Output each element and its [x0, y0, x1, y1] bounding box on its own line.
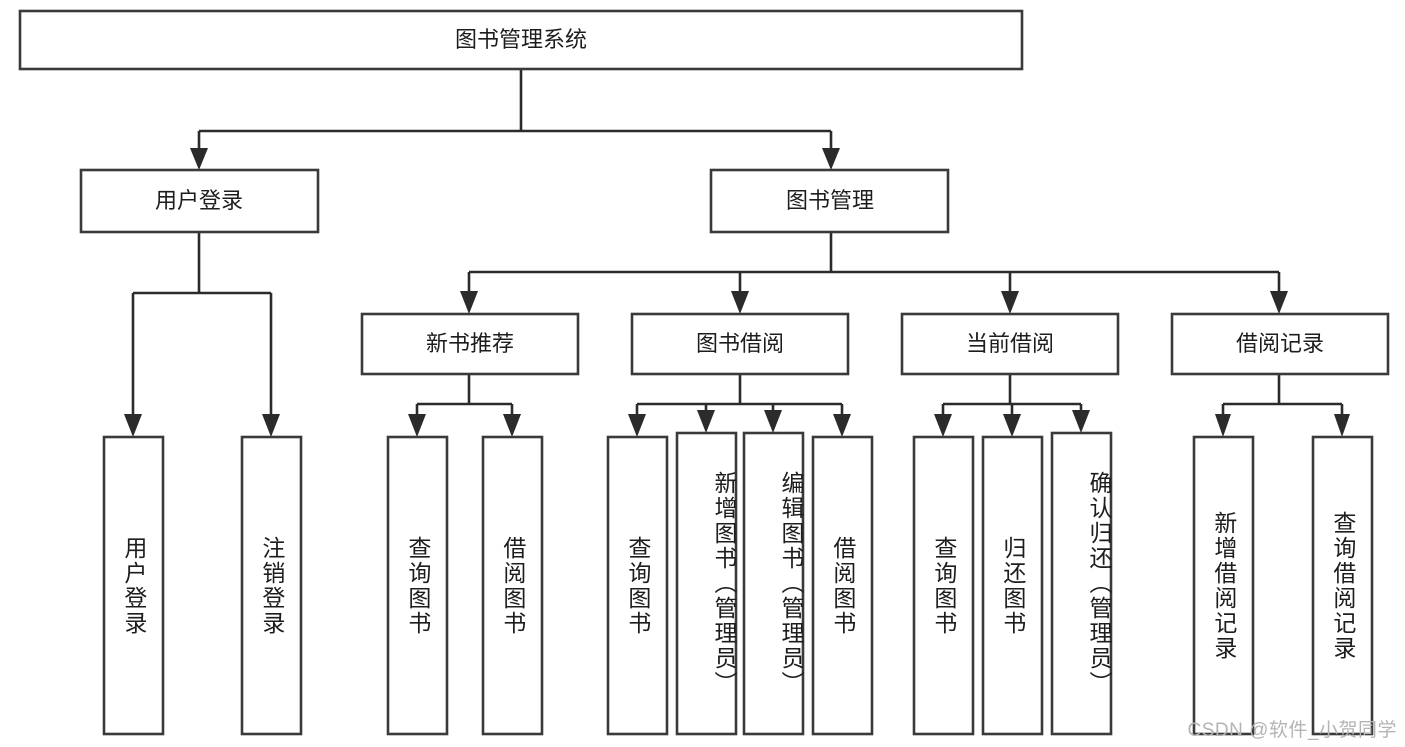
new-book-recommend-box[interactable]	[360, 312, 580, 376]
root-box[interactable]	[18, 9, 1024, 71]
arrowhead-leaf-return-book	[1003, 414, 1021, 437]
book-borrow-label: 图书借阅	[696, 331, 784, 356]
arrowhead-leaf-confirm-return	[1072, 410, 1090, 433]
node-new-book-recommend[interactable]: 新书推荐	[360, 312, 580, 376]
node-root-book-management-system[interactable]: 图书管理系统	[18, 9, 1024, 71]
new-book-recommend-label: 新书推荐	[426, 331, 514, 356]
leaf-box-user-login[interactable]	[102, 435, 165, 736]
leaf-box-group	[102, 431, 1374, 736]
root-label: 图书管理系统	[455, 27, 587, 52]
arrowhead-leaf-borrow-book-1	[503, 414, 521, 437]
node-book-borrow[interactable]: 图书借阅	[630, 312, 850, 376]
edge-group	[124, 69, 1350, 437]
leaf-box-query-book-1[interactable]	[386, 435, 449, 736]
user-login-box[interactable]	[79, 168, 320, 234]
leaf-box-edit-book[interactable]	[742, 431, 805, 736]
book-management-box[interactable]	[709, 168, 950, 234]
book-management-label: 图书管理	[786, 188, 874, 213]
arrowhead-leaf-edit-book	[764, 410, 782, 433]
arrowhead-user-login	[190, 148, 208, 170]
leaf-box-query-record[interactable]	[1311, 435, 1374, 736]
book-borrow-box[interactable]	[630, 312, 850, 376]
current-borrow-label: 当前借阅	[966, 331, 1054, 356]
csdn-watermark: CSDN @软件_小贺同学	[1187, 720, 1397, 741]
leaf-box-borrow-book-2[interactable]	[811, 435, 874, 736]
user-login-label: 用户登录	[155, 188, 243, 213]
arrowhead-leaf-add-record	[1215, 414, 1231, 437]
arrowhead-book-borrow	[731, 291, 749, 314]
leaf-box-return-book[interactable]	[981, 435, 1044, 736]
leaf-box-borrow-book-1[interactable]	[481, 435, 544, 736]
arrowhead-leaf-add-book	[697, 410, 715, 433]
arrowhead-leaf-query-book-3	[934, 414, 952, 437]
node-book-management[interactable]: 图书管理	[709, 168, 950, 234]
leaf-box-add-record[interactable]	[1192, 435, 1255, 736]
leaf-box-confirm-return[interactable]	[1050, 431, 1113, 736]
arrowhead-leaf-user-login	[124, 414, 142, 437]
arrowhead-leaf-query-record	[1334, 414, 1350, 437]
current-borrow-box[interactable]	[900, 312, 1120, 376]
arrowhead-borrow-record	[1270, 291, 1288, 314]
leaf-box-add-book[interactable]	[675, 431, 738, 736]
arrowhead-leaf-query-book-1	[408, 414, 426, 437]
leaf-box-query-book-2[interactable]	[606, 435, 669, 736]
arrowhead-leaf-logout-login	[262, 414, 280, 437]
borrow-record-label: 借阅记录	[1236, 331, 1324, 356]
arrowhead-book-management	[822, 148, 840, 170]
leaf-box-logout-login[interactable]	[240, 435, 303, 736]
leaf-box-query-book-3[interactable]	[912, 435, 975, 736]
node-user-login[interactable]: 用户登录	[79, 168, 320, 234]
node-current-borrow[interactable]: 当前借阅	[900, 312, 1120, 376]
node-borrow-record[interactable]: 借阅记录	[1170, 312, 1390, 376]
arrowhead-leaf-borrow-book-2	[833, 414, 851, 437]
arrowhead-current-borrow	[1001, 291, 1019, 314]
arrowhead-leaf-query-book-2	[628, 414, 646, 437]
arrowhead-new-book-recommend	[460, 291, 478, 314]
borrow-record-box[interactable]	[1170, 312, 1390, 376]
